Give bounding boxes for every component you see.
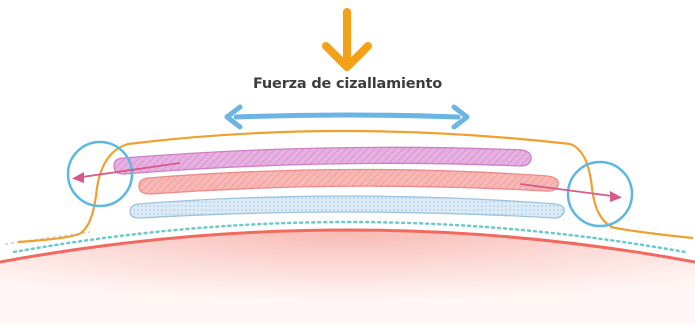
- dotted-layer-line: [12, 220, 687, 254]
- circle-highlight-right-icon: [566, 160, 634, 228]
- left-small-arrow-icon: [72, 162, 181, 183]
- down-arrow-icon: [322, 8, 372, 71]
- skin-surface: [0, 230, 695, 324]
- shear-force-label: Fuerza de cizallamiento: [252, 76, 443, 92]
- double-headed-arrow-icon: [224, 104, 470, 130]
- skin-edge-line: [0, 228, 695, 264]
- top-band: [113, 146, 532, 175]
- circle-highlight-left-icon: [66, 140, 134, 208]
- outer-layer: [17, 129, 694, 244]
- middle-band: [138, 168, 559, 195]
- right-small-arrow-icon: [519, 183, 622, 202]
- bottom-band: [129, 195, 565, 219]
